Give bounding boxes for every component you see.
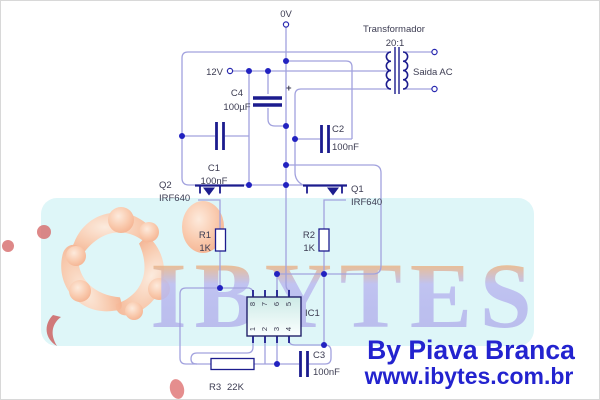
mosfet-q1: Q1 IRF640 [303,184,382,208]
watermark: IBYTES [2,198,539,399]
resistor-r3: R3 22K [209,357,255,393]
resistor-r1: R1 1K [199,228,227,254]
ic1-pin2-label: 2 [260,327,269,331]
terminal-12v: 12V [206,67,234,78]
ic1-pin6-label: 6 [272,302,281,306]
ic1-pin5-label: 5 [284,302,293,306]
output-label: Saida AC [413,67,453,78]
credit-author: By Piava Branca [367,335,575,365]
r2-ref: R2 [303,230,315,241]
capacitor-c3: C3 100nF [299,350,340,378]
c2-ref: C2 [332,124,344,135]
primary-coil [385,51,392,90]
credits: By Piava Branca www.ibytes.com.br [364,335,575,389]
q2-ref: Q2 [159,180,172,191]
c3-ref: C3 [313,350,325,361]
terminal-0v-pin [282,21,290,28]
ic1-pin4-label: 4 [284,327,293,331]
r3-value: 22K [227,382,245,393]
c4-polarity: + [286,83,292,94]
transformer: Transformador 20:1 Saida AC [363,24,453,94]
secondary-terminal-bottom [431,85,438,93]
capacitor-c2: C2 100nF [320,124,359,153]
c1-value: 100nF [201,176,228,187]
ic1-chip: 8 7 6 5 1 2 3 4 IC1 [246,290,320,343]
mosfet-q2: Q2 IRF640 [159,180,244,204]
capacitor-c4: + C4 100µF [223,83,292,113]
transformer-label: Transformador [363,24,425,35]
q2-arrow-icon [203,187,215,196]
q1-arrow-icon [327,187,339,196]
c2-value: 100nF [332,142,359,153]
terminal-12v-label: 12V [206,67,224,78]
r3-ref: R3 [209,382,221,393]
ibytes-logo-icon [2,201,224,399]
terminal-0v: 0V [280,9,292,28]
r2-value: 1K [303,243,315,254]
transformer-ratio: 20:1 [386,38,405,49]
ic1-pin8-label: 8 [248,302,257,306]
watermark-text: IBYTES [150,245,539,348]
r1-ref: R1 [199,230,211,241]
r1-value: 1K [199,243,211,254]
watermark-band [41,198,534,346]
secondary-coil [402,51,409,90]
terminal-0v-label: 0V [280,9,292,20]
c4-value: 100µF [223,102,250,113]
q2-part: IRF640 [159,193,190,204]
ic1-pin3-label: 3 [272,327,281,331]
secondary-terminal-top [431,48,438,56]
q1-ref: Q1 [351,184,364,195]
q1-part: IRF640 [351,197,382,208]
c3-value: 100nF [313,367,340,378]
capacitor-c1: C1 100nF [201,122,228,187]
credit-website: www.ibytes.com.br [364,363,574,389]
wires [179,27,432,365]
c4-ref: C4 [231,88,243,99]
c1-ref: C1 [208,163,220,174]
ic1-pin7-label: 7 [260,302,269,306]
resistor-r2: R2 1K [303,228,330,254]
terminal-12v-pin [226,67,234,75]
ic1-body [246,296,302,337]
ic1-pin1-label: 1 [248,327,257,331]
ic1-ref: IC1 [305,308,320,319]
junction-dots [179,58,327,367]
